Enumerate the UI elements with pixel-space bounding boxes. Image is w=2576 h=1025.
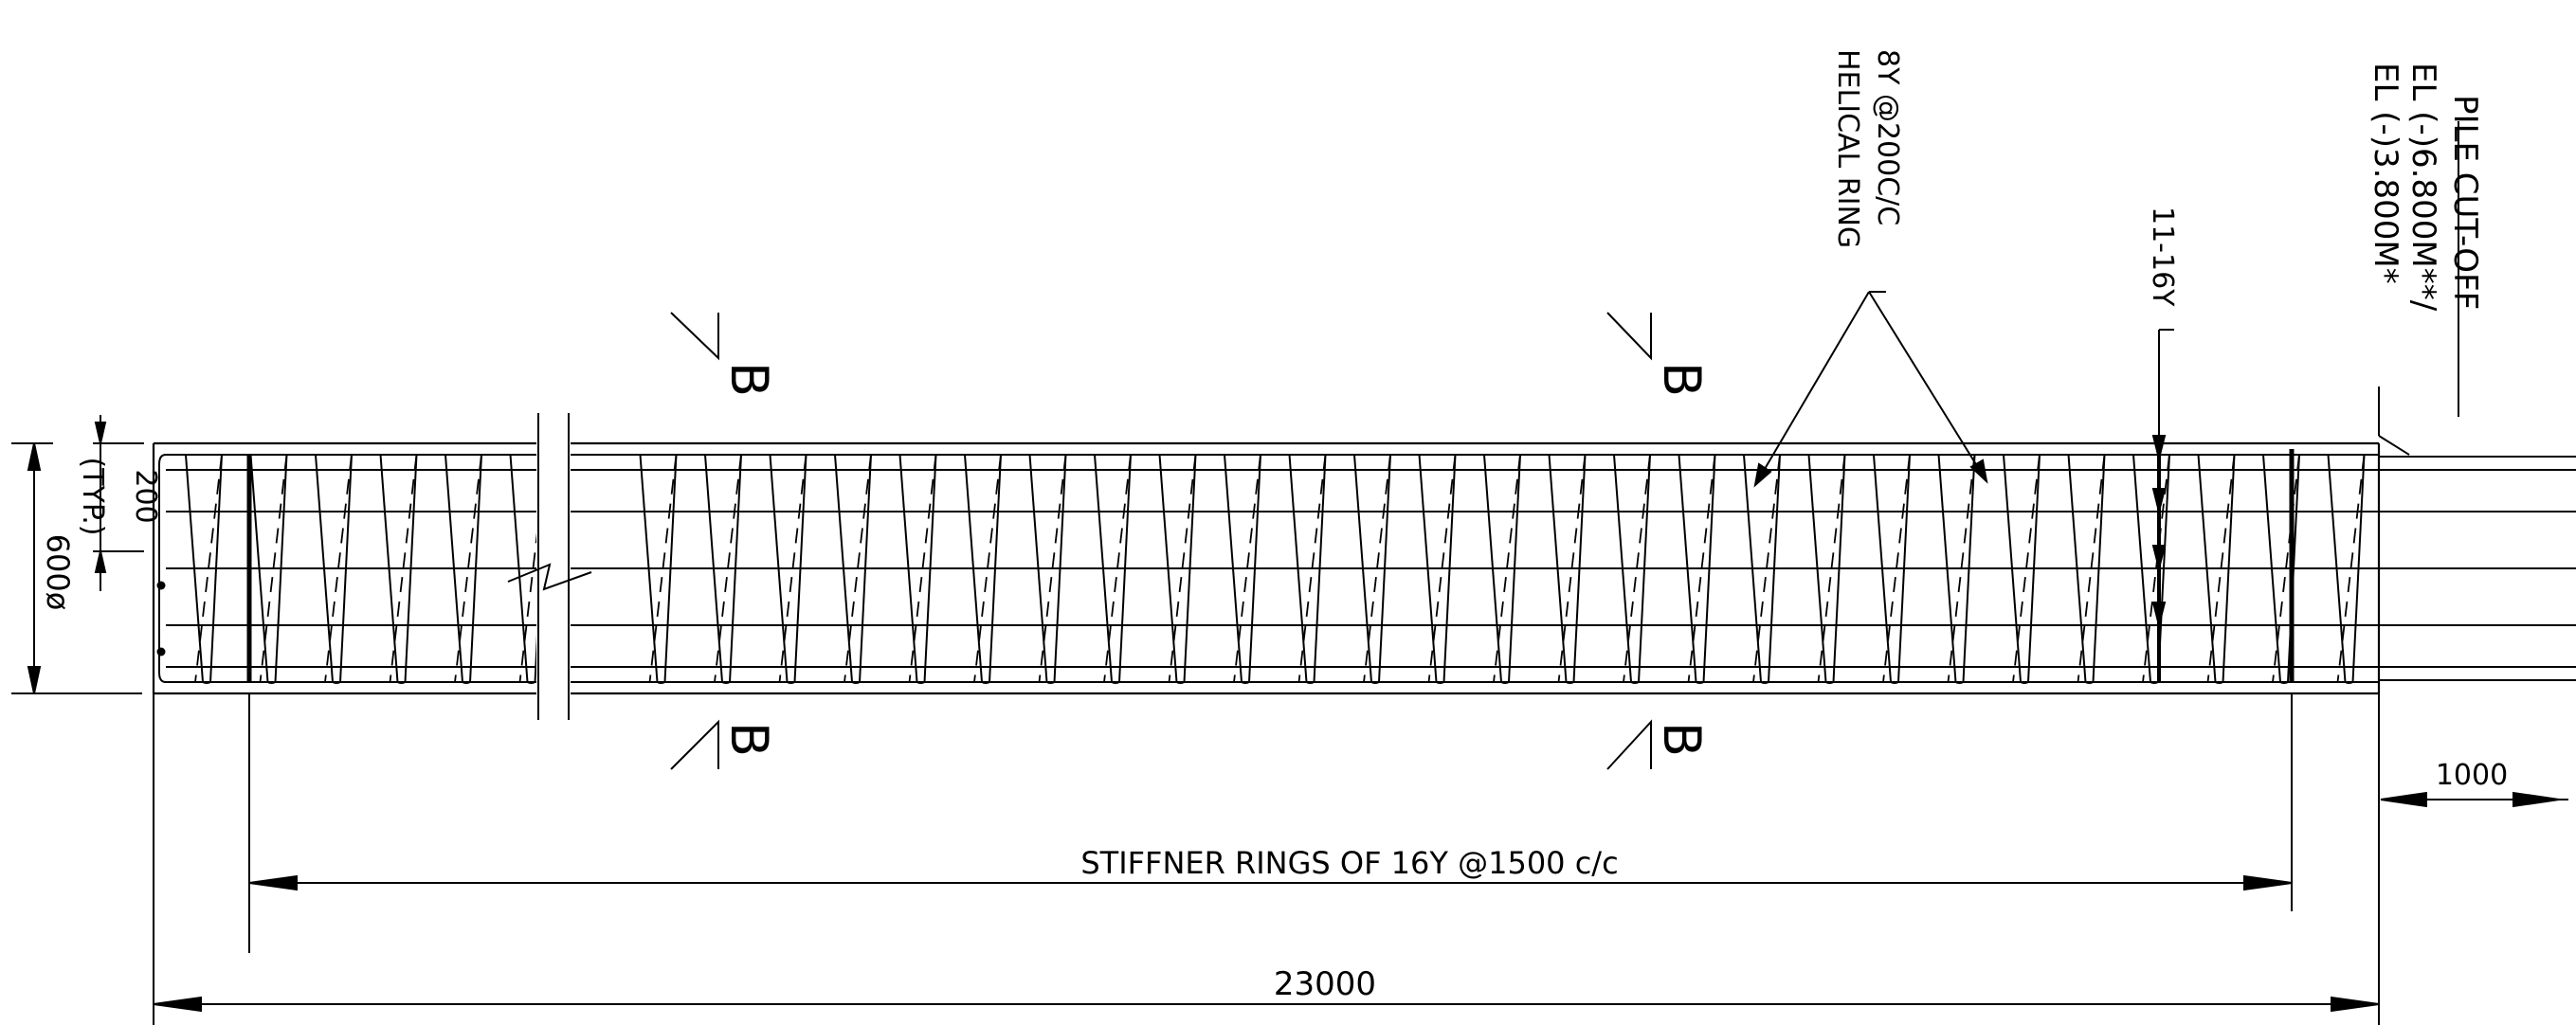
helix-back-turn [324,454,353,683]
helix-back-turn [1363,454,1391,683]
helix-back-turn [714,454,742,683]
helix-back-turn [778,454,807,683]
helical-ring-spec: 8Y @200C/C [1871,49,1904,225]
longitudinal-bars [166,469,2576,668]
break-mark [507,413,592,726]
helix-back-turn [2142,454,2170,683]
helix-back-turn [454,454,482,683]
total-length-label: 23000 [1274,965,1376,1003]
section-mark-top-left: B [670,312,779,397]
cut-off-leader [2378,121,2459,456]
bar-dot [156,647,166,656]
section-mark-bottom-left: B [670,719,779,770]
long-bars-label: 11-16Y [2146,207,2179,307]
typical-note: (TYP.) [76,457,109,535]
helix-back-turn [2012,454,2041,683]
helix-back-turn [1168,454,1197,683]
helix-back-turn [648,454,678,683]
helix-back-turn [2206,454,2236,683]
helix-back-turn [908,454,937,683]
helix-back-turn [1752,454,1781,683]
helix-back-turn [1297,454,1327,683]
helix-back-turn [1038,454,1067,683]
helical-ring-leader [1753,291,1988,488]
helix-back-turn [1427,454,1457,683]
long-bars-leader [2151,329,2174,626]
helix-back-turn [1493,454,1521,683]
spacing-value: 200 [129,469,162,523]
bar-dot [156,581,166,590]
elevation-label: EL (-)6.800M**/ [2404,63,2442,312]
svg-text:B: B [1652,362,1712,397]
helix-back-turn [194,454,223,683]
helix-back-turn [973,454,1002,683]
elevation-label: EL (-)3.800M* [2367,63,2404,284]
helix-back-turn [2077,454,2106,683]
helix-back-turn [844,454,872,683]
helix-back-turn [1817,454,1846,683]
svg-text:B: B [1652,722,1712,757]
spacing-dimension [93,415,144,591]
stiffener-dimension [248,693,2293,953]
helix-back-turn [1233,454,1261,683]
length-dimension [153,693,2380,1025]
svg-text:B: B [719,362,779,397]
diameter-dimension [11,442,142,694]
extension-dimension [2380,791,2568,808]
section-mark-top-right: B [1606,312,1712,397]
helix-back-turn [259,454,288,683]
section-mark-bottom-right: B [1606,719,1712,770]
helix-back-turn [1687,454,1716,683]
helix-back-turn [1623,454,1651,683]
cage-boundary [158,454,2379,683]
helical-ring-label: HELICAL RING [1831,49,1864,248]
extension-label: 1000 [2436,759,2508,792]
stiffener-rings [246,449,2295,682]
stiffener-label: STIFFNER RINGS OF 16Y @1500 c/c [1080,845,1618,881]
helix-back-turn [2272,454,2300,683]
pile-cut-off-label: PILE CUT-OFF [2446,95,2484,310]
diameter-value: 600ø [40,534,76,611]
helix-back-turn [1947,454,1976,683]
helix-back-turn [1557,454,1587,683]
svg-text:B: B [719,722,779,757]
helix-back-turn [389,454,418,683]
helix-back-turn [1103,454,1132,683]
helix-back-turn [1882,454,1911,683]
helix-back-turn [2336,454,2366,683]
bar-extensions [2379,456,2576,681]
